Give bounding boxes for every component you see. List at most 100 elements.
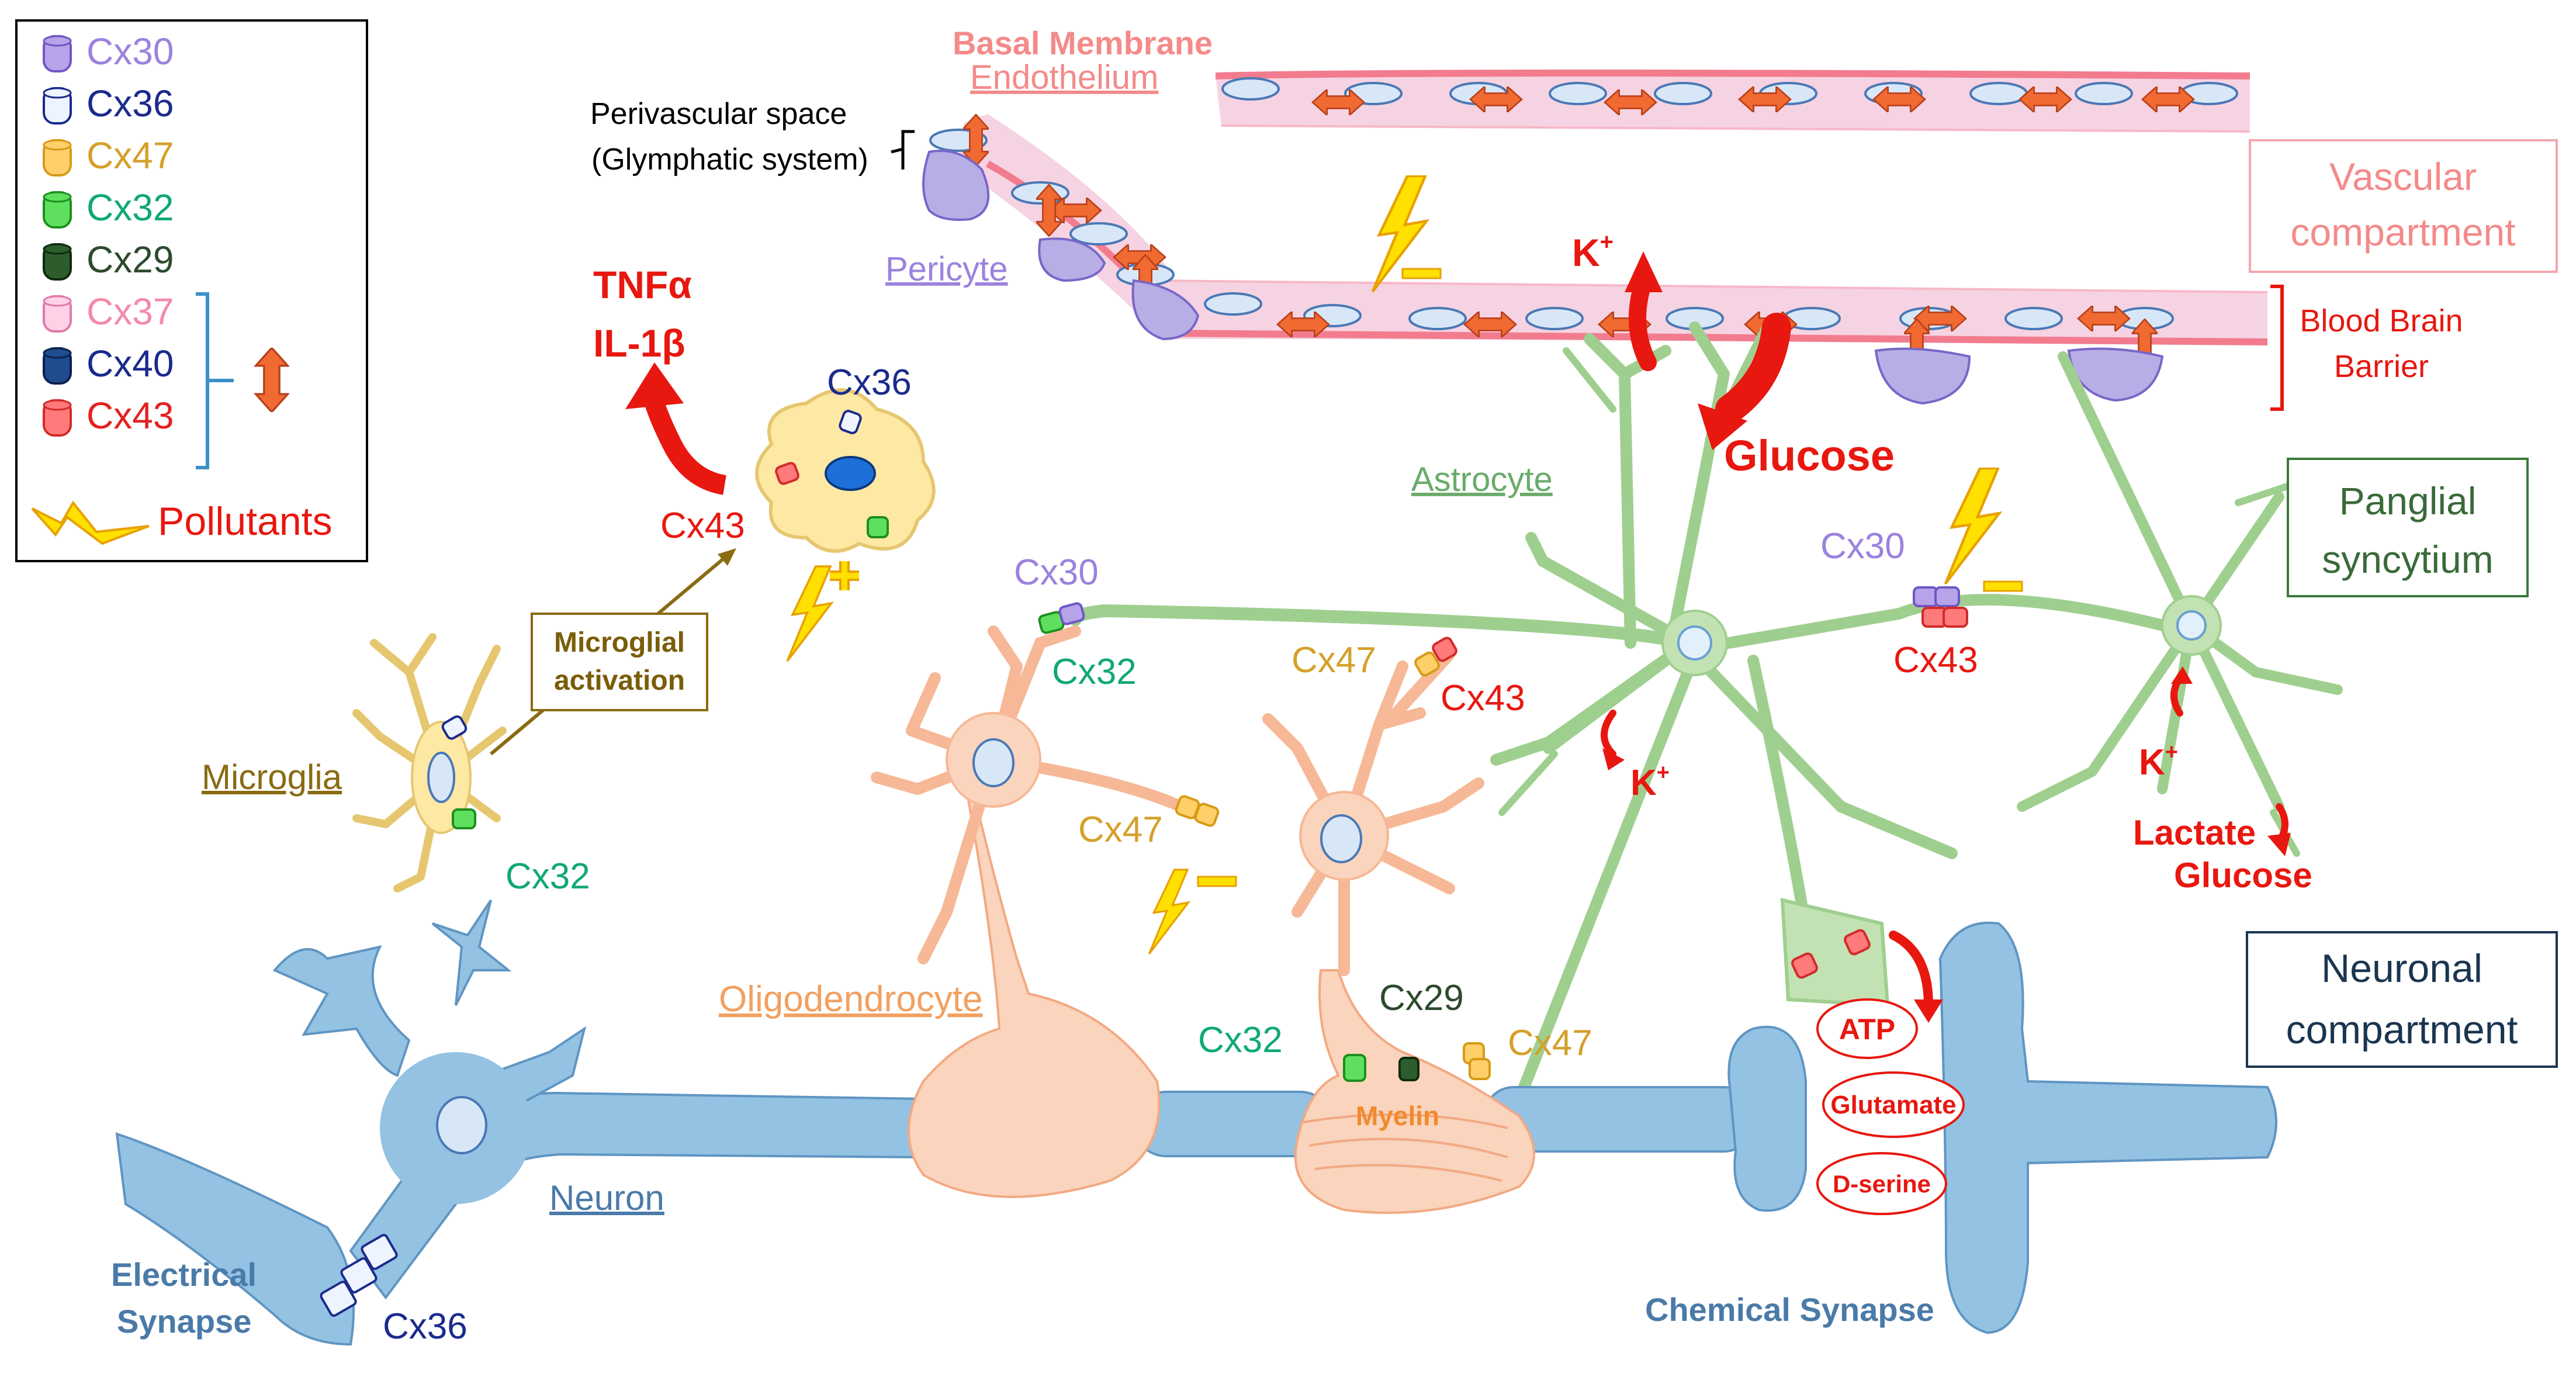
oligodendrocyte-label: Oligodendrocyte: [719, 979, 983, 1019]
legend-label: Cx43: [86, 395, 174, 437]
pollutant-icon: [31, 500, 150, 545]
endothelial-cell: [1408, 307, 1467, 330]
cx47-oligo-oligo-label: Cx47: [1078, 810, 1163, 850]
pericyte-label: Pericyte: [885, 250, 1008, 288]
legend-label: Cx32: [86, 186, 174, 229]
atp-label: ATP: [1839, 1013, 1895, 1046]
legend-item-cx47: Cx47: [43, 134, 174, 177]
endothelial-cell: [2075, 82, 2133, 105]
legend-item-cx30: Cx30: [43, 30, 174, 72]
neuron: [115, 899, 2277, 1346]
il1-label: IL-1β: [593, 321, 685, 365]
microglia-cx32-label: Cx32: [505, 856, 590, 897]
k-top-label: K+: [1572, 229, 1614, 274]
connexin-channels: [320, 410, 1968, 1317]
cx43-astro-label: Cx43: [1893, 640, 1978, 680]
legend-label: Cx47: [86, 134, 174, 177]
vascular-compartment-box: [2249, 139, 2558, 273]
legend-item-cx36: Cx36: [43, 82, 174, 124]
microglia-label: Microglia: [202, 758, 342, 797]
chemical-synapse-label: Chemical Synapse: [1645, 1291, 1934, 1328]
endothelium-label: Endothelium: [970, 58, 1158, 96]
astrocyte-nucleus-2: [2176, 610, 2207, 641]
glutamate-label: Glutamate: [1830, 1091, 1956, 1119]
activated-cx43-label: Cx43: [660, 506, 745, 546]
neuron-nucleus: [436, 1096, 487, 1154]
activated-cx36-label: Cx36: [827, 362, 912, 403]
perivascular-label-1: Perivascular space: [590, 97, 847, 131]
glucose-arrowhead: [1698, 403, 1747, 450]
legend-item-cx29: Cx29: [43, 238, 174, 281]
perivascular-bracket: [891, 130, 915, 170]
cx32-junction-label: Cx32: [1052, 652, 1137, 692]
cx43-oligo-label: Cx43: [1441, 678, 1525, 718]
legend-item-cx43: Cx43: [43, 395, 174, 437]
panglial-label-2: syncytium: [2322, 538, 2493, 581]
endothelial-cell: [1654, 82, 1712, 105]
dserine-bubble: [1816, 1152, 1947, 1215]
glutamate-bubble: [1822, 1071, 1965, 1138]
endothelial-cell: [1221, 77, 1280, 101]
glucose-label: Glucose: [1724, 431, 1895, 480]
astrocyte-endfoot: [1780, 898, 1890, 1008]
myelin-label: Myelin: [1356, 1101, 1439, 1131]
glucose-small-label: Glucose: [2174, 856, 2312, 895]
labels: Basal Membrane Endothelium Perivascular …: [111, 25, 2518, 1347]
legend-item-cx37: Cx37: [43, 290, 174, 333]
metabolic-flows: [1601, 278, 2288, 1010]
cx30-junction-label: Cx30: [1014, 552, 1099, 593]
electrical-synapse-label-1: Electrical: [111, 1256, 257, 1293]
legend-label: Cx37: [86, 290, 174, 333]
activated-microglia-nucleus: [825, 456, 876, 491]
bbb-label-2: Barrier: [2334, 349, 2429, 384]
astrocyte-nucleus-1: [1677, 625, 1712, 660]
microglial-activation-box: [531, 613, 708, 711]
bbb-bracket: [2270, 285, 2284, 411]
k-out-arrowhead: [1625, 251, 1663, 292]
legend-pollutants: Pollutants: [158, 499, 333, 544]
cx29-myelin-label: Cx29: [1379, 978, 1464, 1018]
oligodendrocyte: [871, 625, 1535, 1214]
pollutant-effect-signs: [830, 268, 2023, 887]
astrocyte-label: Astrocyte: [1411, 461, 1553, 499]
legend-item-cx32: Cx32: [43, 186, 174, 229]
legend-item-cx40: Cx40: [43, 343, 174, 385]
legend-label: Cx30: [86, 30, 174, 72]
lactate-label: Lactate: [2133, 813, 2256, 852]
cx32-myelin-label: Cx32: [1198, 1020, 1283, 1060]
cx47-oligo-label: Cx47: [1292, 640, 1376, 680]
microglial-activation-label-1: Microglial: [554, 627, 685, 658]
vascular-compartment-label-2: compartment: [2290, 210, 2515, 254]
k-right-label: K+: [2139, 740, 2178, 783]
bbb-label-1: Blood Brain: [2300, 303, 2463, 338]
legend-bracket: [196, 292, 234, 469]
atp-bubble: [1816, 998, 1918, 1059]
neuronal-compartment-label-1: Neuronal: [2321, 946, 2482, 991]
microglial-activation-label-2: activation: [554, 665, 685, 696]
vascular-compartment-label-1: Vascular: [2329, 155, 2477, 198]
endothelial-cell: [1969, 82, 2028, 105]
neuronal-compartment-label-2: compartment: [2286, 1008, 2518, 1052]
cytokine-release-arrow: [645, 400, 727, 495]
electrical-synapse-label-2: Synapse: [117, 1303, 251, 1340]
astrocytes: [1069, 321, 2343, 1105]
cx36-synapse-label: Cx36: [383, 1306, 468, 1347]
pericytes: [922, 150, 2164, 405]
endothelial-cell: [1204, 292, 1262, 316]
dserine-label: D-serine: [1833, 1170, 1931, 1198]
cx47-myelin-label: Cx47: [1508, 1023, 1592, 1063]
panglial-label-1: Panglial: [2339, 479, 2477, 523]
endothelial-cell: [1549, 82, 1607, 105]
k-mid-label: K+: [1630, 760, 1670, 803]
legend-box: [15, 19, 368, 562]
panglial-syncytium-box: [2287, 458, 2529, 597]
legend-label: Cx36: [86, 82, 174, 124]
legend-label: Cx40: [86, 343, 174, 385]
cx30-astro-label: Cx30: [1820, 526, 1905, 566]
tnf-label: TNFα: [593, 263, 692, 306]
basal-membrane-label: Basal Membrane: [953, 25, 1213, 61]
neuronal-compartment-box: [2246, 931, 2558, 1068]
legend-label: Cx29: [86, 238, 174, 281]
